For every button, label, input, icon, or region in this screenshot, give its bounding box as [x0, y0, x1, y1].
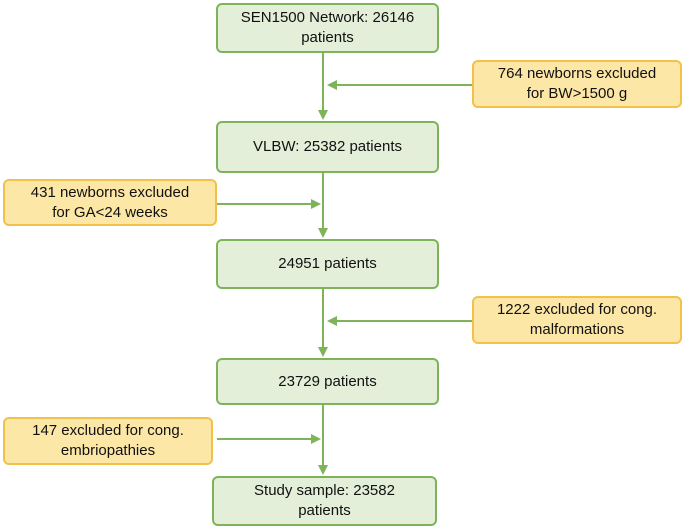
exclusion-box-ga-line2: for GA<24 weeks [52, 203, 168, 221]
flow-box-ga-filtered: 24951 patients [216, 239, 439, 289]
flow-box-network-line2: patients [301, 29, 354, 46]
flow-box-network: SEN1500 Network: 26146 patients [216, 3, 439, 53]
flow-box-network-line1: SEN1500 Network: 26146 [240, 9, 415, 26]
flow-box-ga-filtered-label: 24951 patients [278, 255, 377, 272]
exclusion-box-malformations: 1222 excluded for cong. malformations [472, 296, 682, 344]
flow-box-study-sample: Study sample: 23582 patients [212, 476, 437, 526]
exclusion-box-malformations-line1: 1222 excluded for cong. [496, 301, 658, 318]
exclusion-box-bw-line1: 764 newborns excluded [497, 65, 657, 82]
exclusion-box-embriopathies-line1: 147 excluded for cong. [32, 422, 184, 439]
flow-box-study-sample-line1: Study sample: 23582 [254, 482, 395, 499]
exclusion-box-malformations-line2: malformations [529, 321, 625, 338]
exclusion-box-embriopathies: 147 excluded for cong. embriopathies [3, 417, 213, 465]
exclusion-box-bw-line2: for BW>1500 g [526, 85, 628, 102]
exclusion-box-ga: 431 newborns excluded for GA<24 weeks [3, 179, 217, 226]
exclusion-box-ga-line1: 431 newborns excluded [30, 183, 190, 201]
flow-box-malformation-filtered: 23729 patients [216, 358, 439, 405]
exclusion-box-embriopathies-line2: embriopathies [60, 442, 156, 459]
flow-box-vlbw: VLBW: 25382 patients [216, 121, 439, 173]
flow-box-study-sample-line2: patients [298, 502, 351, 519]
flow-box-malformation-filtered-label: 23729 patients [278, 372, 377, 390]
flow-box-vlbw-label: VLBW: 25382 patients [253, 138, 402, 155]
exclusion-box-bw: 764 newborns excluded for BW>1500 g [472, 60, 682, 108]
